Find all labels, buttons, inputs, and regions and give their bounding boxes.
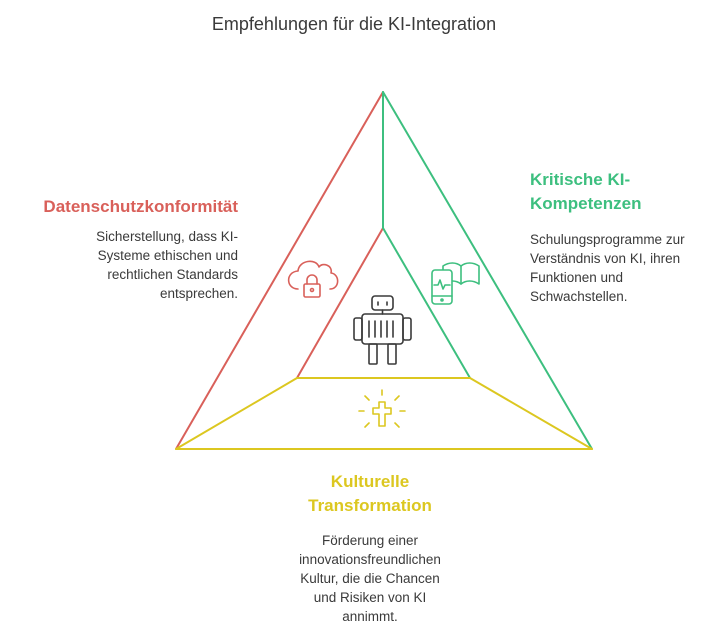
privacy-description: Sicherstellung, dass KI-Systeme ethische… xyxy=(96,229,238,301)
page-title: Empfehlungen für die KI-Integration xyxy=(211,14,497,34)
culture-description: Förderung einer innovationsfreundlichen … xyxy=(299,533,441,624)
culture-heading: Kulturelle Transformation xyxy=(308,472,432,515)
radiant-cross-icon xyxy=(358,389,406,428)
competence-heading: Kritische KI-Kompetenzen xyxy=(530,170,642,213)
competence-face-edges xyxy=(382,91,593,450)
cloud-lock-icon xyxy=(287,260,339,298)
privacy-face-edges xyxy=(175,91,384,450)
culture-face-edges xyxy=(175,377,593,450)
robot-icon xyxy=(353,295,412,365)
privacy-heading: Datenschutzkonformität xyxy=(43,197,238,216)
competence-description: Schulungsprogramme zur Verständnis von K… xyxy=(530,232,685,304)
phone-book-icon xyxy=(431,262,480,305)
